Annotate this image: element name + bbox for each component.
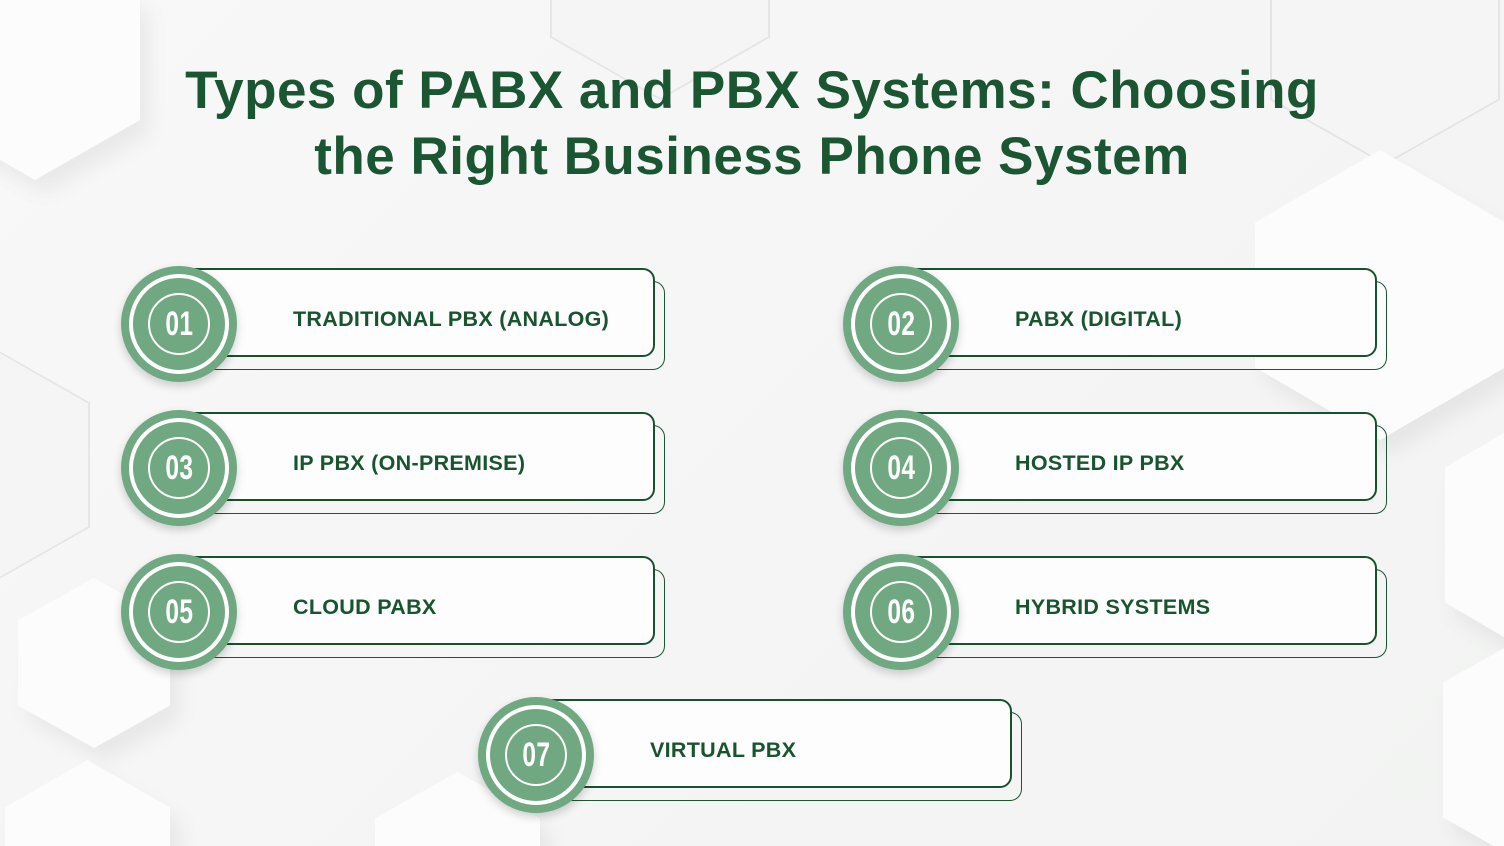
number-badge: 05 bbox=[121, 554, 237, 670]
type-item-hybrid-systems: HYBRID SYSTEMS 06 bbox=[843, 554, 1387, 670]
type-item-cloud-pabx: CLOUD PABX 05 bbox=[121, 554, 665, 670]
hexagon-decoration bbox=[5, 760, 170, 846]
badge-number: 05 bbox=[165, 593, 193, 631]
badge-inner-ring: 04 bbox=[870, 437, 932, 499]
item-label: VIRTUAL PBX bbox=[650, 737, 797, 762]
badge-number: 01 bbox=[165, 305, 193, 343]
hexagon-decoration bbox=[0, 340, 90, 590]
label-card bbox=[905, 412, 1377, 501]
hexagon-decoration bbox=[550, 0, 770, 100]
badge-inner-ring: 03 bbox=[148, 437, 210, 499]
hexagon-decoration bbox=[1445, 400, 1504, 670]
badge-number: 07 bbox=[522, 736, 550, 774]
item-label: IP PBX (ON-PREMISE) bbox=[293, 450, 526, 475]
label-card bbox=[183, 412, 655, 501]
item-label: HYBRID SYSTEMS bbox=[1015, 594, 1211, 619]
page-title-line-1: Types of PABX and PBX Systems: Choosing bbox=[185, 61, 1319, 120]
page-title-line-2: the Right Business Phone System bbox=[314, 127, 1190, 186]
type-item-hosted-ip-pbx: HOSTED IP PBX 04 bbox=[843, 410, 1387, 526]
badge-number: 04 bbox=[887, 449, 915, 487]
item-label: TRADITIONAL PBX (ANALOG) bbox=[293, 306, 610, 331]
number-badge: 01 bbox=[121, 266, 237, 382]
label-card bbox=[905, 556, 1377, 645]
badge-outer-ring bbox=[851, 562, 951, 662]
hexagon-decoration bbox=[1270, 0, 1500, 165]
badge-outer-ring bbox=[129, 418, 229, 518]
hexagon-decoration bbox=[0, 0, 140, 180]
page-title: Types of PABX and PBX Systems: Choosing … bbox=[0, 58, 1504, 190]
item-label: HOSTED IP PBX bbox=[1015, 450, 1185, 475]
badge-inner-ring: 02 bbox=[870, 293, 932, 355]
number-badge: 07 bbox=[478, 697, 594, 813]
number-badge: 06 bbox=[843, 554, 959, 670]
hexagon-decoration bbox=[1443, 615, 1504, 846]
label-card bbox=[905, 268, 1377, 357]
type-item-traditional-pbx: TRADITIONAL PBX (ANALOG) 01 bbox=[121, 266, 665, 382]
badge-outer-ring bbox=[851, 418, 951, 518]
badge-number: 06 bbox=[887, 593, 915, 631]
label-card bbox=[183, 268, 655, 357]
item-label: PABX (DIGITAL) bbox=[1015, 306, 1183, 331]
badge-number: 02 bbox=[887, 305, 915, 343]
badge-inner-ring: 06 bbox=[870, 581, 932, 643]
label-card bbox=[183, 556, 655, 645]
badge-outer-ring bbox=[851, 274, 951, 374]
badge-number: 03 bbox=[165, 449, 193, 487]
type-item-pabx-digital: PABX (DIGITAL) 02 bbox=[843, 266, 1387, 382]
type-item-ip-pbx: IP PBX (ON-PREMISE) 03 bbox=[121, 410, 665, 526]
badge-outer-ring bbox=[129, 274, 229, 374]
badge-inner-ring: 05 bbox=[148, 581, 210, 643]
badge-outer-ring bbox=[486, 705, 586, 805]
number-badge: 03 bbox=[121, 410, 237, 526]
item-label: CLOUD PABX bbox=[293, 594, 437, 619]
type-item-virtual-pbx: VIRTUAL PBX 07 bbox=[478, 697, 1022, 813]
number-badge: 02 bbox=[843, 266, 959, 382]
number-badge: 04 bbox=[843, 410, 959, 526]
badge-outer-ring bbox=[129, 562, 229, 662]
badge-inner-ring: 07 bbox=[505, 724, 567, 786]
badge-inner-ring: 01 bbox=[148, 293, 210, 355]
